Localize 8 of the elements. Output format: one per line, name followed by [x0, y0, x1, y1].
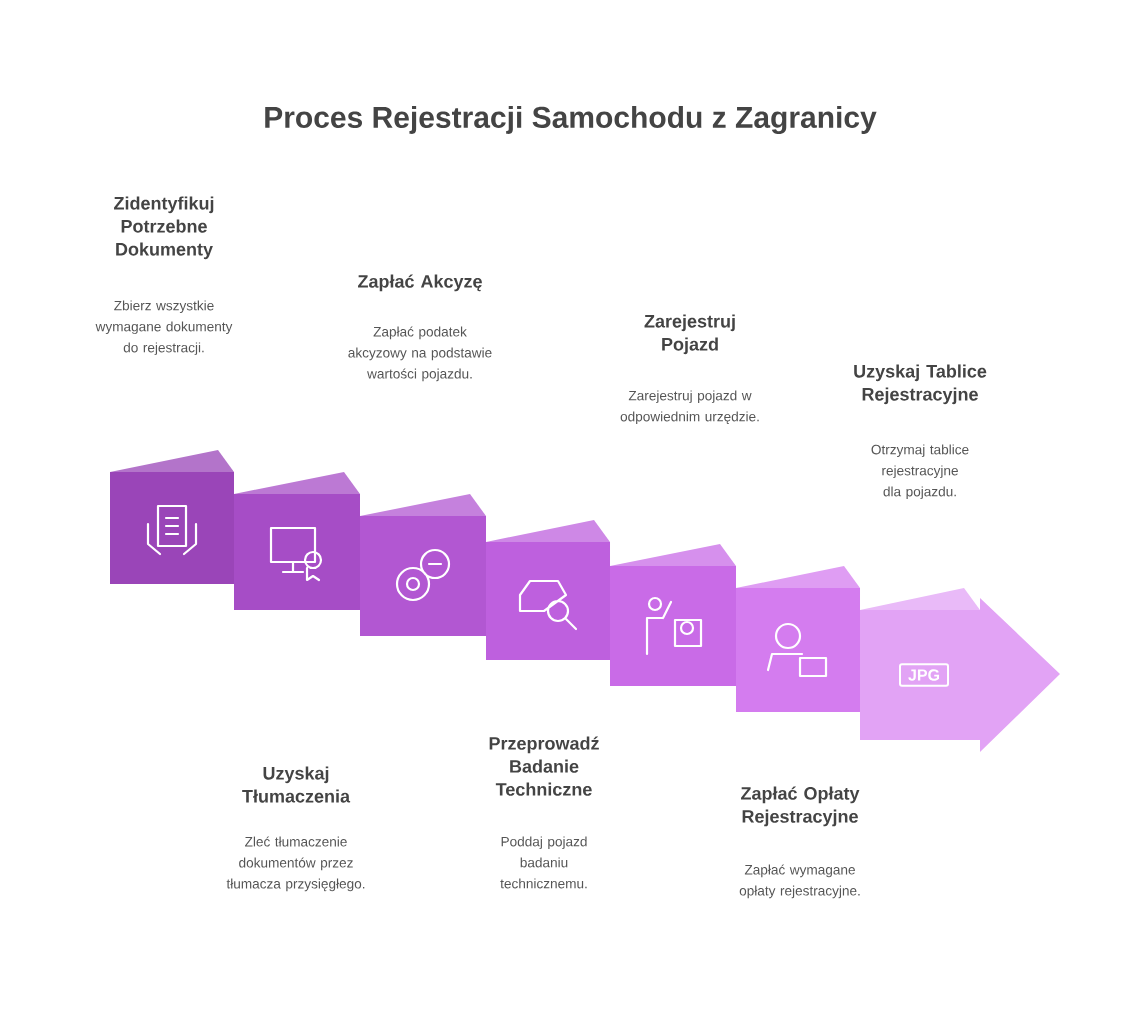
step-heading: Uzyskaj Tłumaczenia	[242, 766, 351, 803]
step-heading: Zapłać Opłaty Rejestracyjne	[741, 786, 860, 827]
step-heading: Przeprowadź Badanie Techniczne	[489, 736, 599, 796]
step-heading: Zidentyfikuj Potrzebne Dokumenty	[114, 196, 214, 260]
title: Proces Rejestracji Samochodu z Zagranicy	[265, 105, 877, 135]
step-heading: Zapłać Akcyzę	[358, 274, 482, 292]
step-heading: Zarejestruj Pojazd	[644, 314, 735, 355]
step-heading: Uzyskaj Tablice Rejestracyjne	[854, 364, 987, 405]
